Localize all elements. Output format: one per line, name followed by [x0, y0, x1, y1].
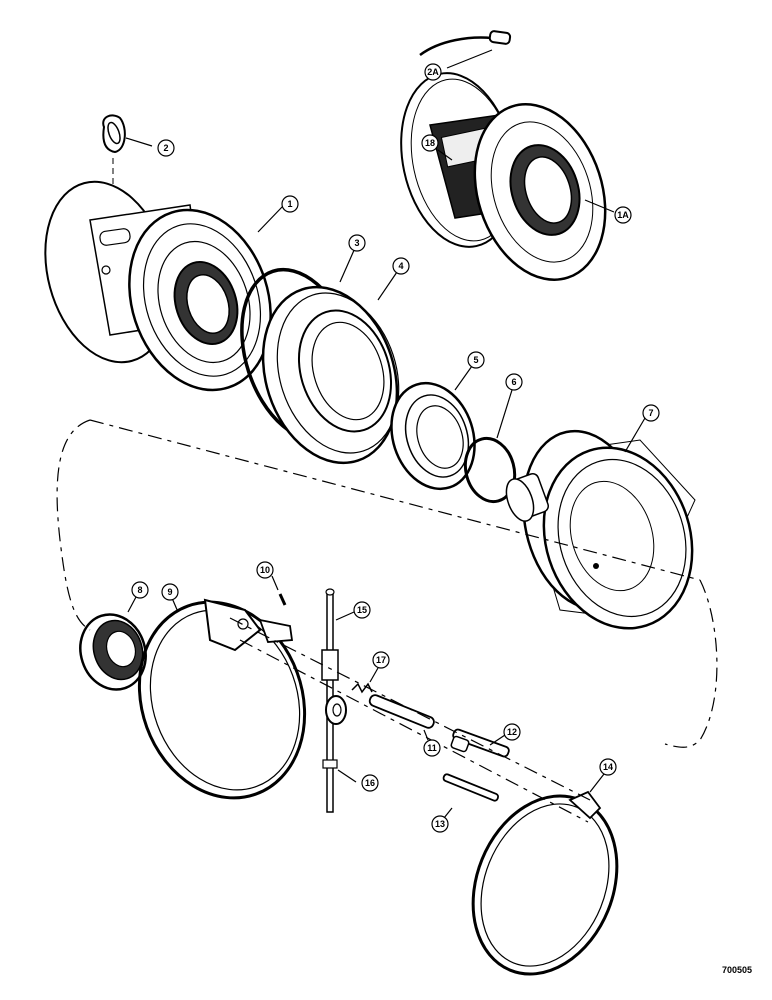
part-15-16-adjusting-rod	[321, 588, 357, 813]
callout-15: 15	[353, 601, 371, 619]
callout-6: 6	[505, 373, 523, 391]
part-14-band	[471, 773, 619, 976]
callout-label-4: 4	[398, 261, 403, 271]
figure-id: 700505	[722, 965, 752, 975]
callout-label-1a: 1A	[617, 210, 629, 220]
callout-label-7: 7	[648, 408, 653, 418]
part-12-stud	[450, 728, 510, 758]
callout-label-9: 9	[167, 587, 172, 597]
part-2-clip	[102, 114, 153, 215]
callout-label-17: 17	[376, 655, 386, 665]
part-5-seal	[390, 365, 476, 491]
part-1a-spool-assembly	[400, 72, 615, 281]
part-10-pin	[271, 575, 287, 606]
callout-8: 8	[131, 581, 149, 599]
callout-12: 12	[503, 723, 521, 741]
callout-9: 9	[161, 583, 179, 601]
callout-label-6: 6	[511, 377, 516, 387]
callout-10: 10	[256, 561, 274, 579]
callout-1: 1	[281, 195, 299, 213]
callout-5: 5	[467, 351, 485, 369]
callout-label-1: 1	[287, 199, 292, 209]
callout-label-18: 18	[425, 138, 435, 148]
callout-label-5: 5	[473, 355, 478, 365]
callout-label-14: 14	[603, 762, 613, 772]
callout-label-11: 11	[427, 743, 437, 753]
callout-4: 4	[392, 257, 410, 275]
callout-3: 3	[348, 234, 366, 252]
callout-label-10: 10	[260, 565, 270, 575]
callout-17: 17	[372, 651, 390, 669]
callout-label-2a: 2A	[427, 67, 439, 77]
part-8-bearing	[79, 596, 147, 691]
callout-2: 2	[157, 139, 175, 157]
part-1-hub	[44, 180, 284, 392]
part-13-bolt	[442, 773, 500, 819]
callout-7: 7	[642, 404, 660, 422]
callout-label-16: 16	[365, 778, 375, 788]
part-7-drum	[505, 417, 696, 630]
part-6-small-o-ring	[463, 389, 517, 504]
part-9-brake-band	[137, 597, 307, 800]
callout-13: 13	[431, 815, 449, 833]
part-17-spring	[351, 667, 379, 694]
callout-1a: 1A	[614, 206, 632, 224]
callout-14: 14	[599, 758, 617, 776]
part-2a-wire-lead	[419, 30, 512, 69]
callout-label-12: 12	[507, 727, 517, 737]
callout-label-13: 13	[435, 819, 445, 829]
phantom-lines	[56, 419, 718, 823]
callout-label-3: 3	[354, 238, 359, 248]
part-4-piston	[261, 271, 400, 465]
callout-label-2: 2	[163, 143, 168, 153]
callout-2a: 2A	[424, 63, 442, 81]
callout-16: 16	[361, 774, 379, 792]
callout-label-8: 8	[137, 585, 142, 595]
callout-18: 18	[421, 134, 439, 152]
callout-11: 11	[423, 739, 441, 757]
callout-label-15: 15	[357, 605, 367, 615]
